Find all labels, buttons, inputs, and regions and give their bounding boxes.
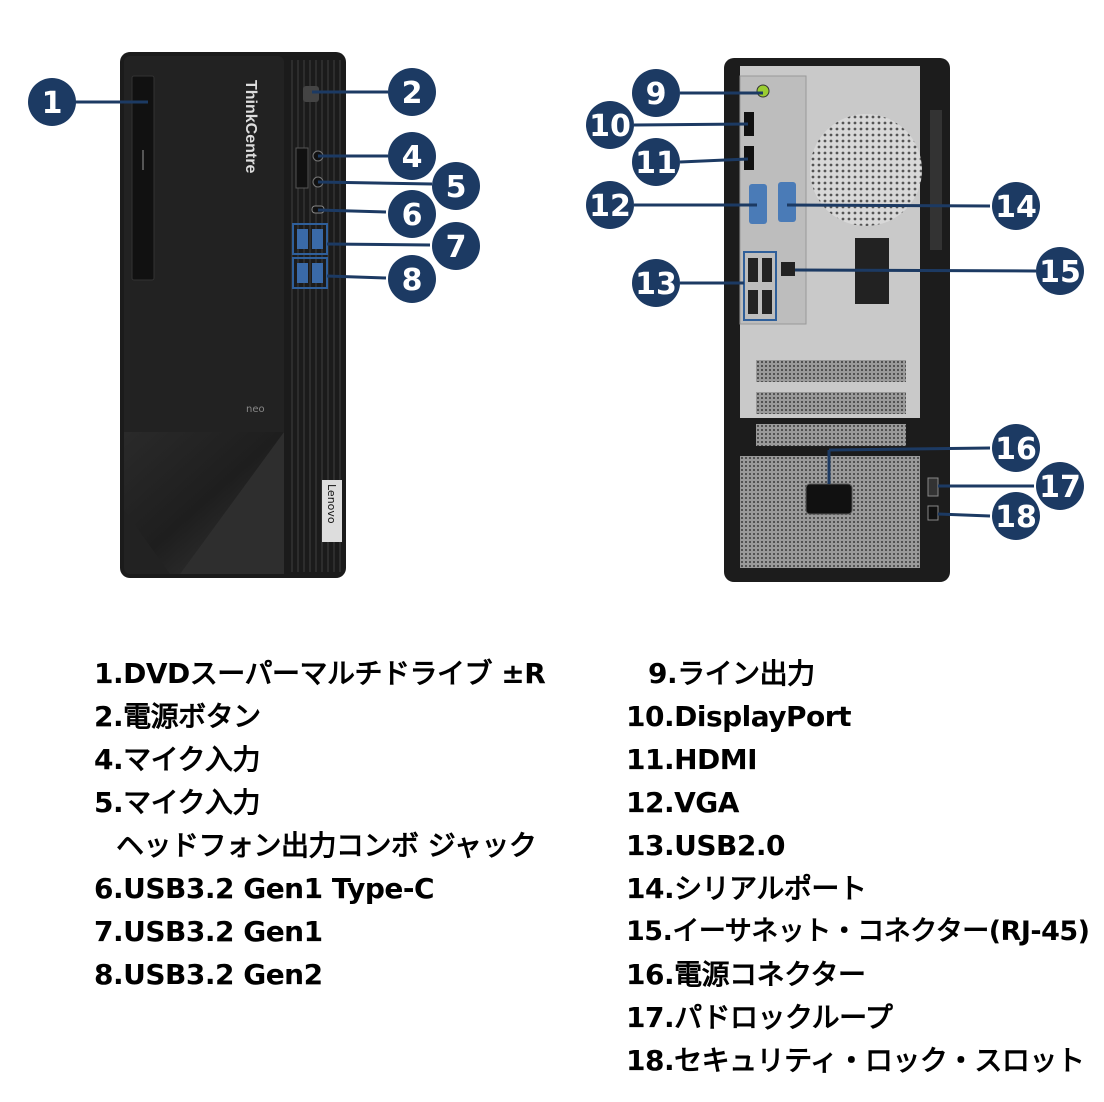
legend-item-5-continued: ヘッドフォン出力コンボ ジャック — [116, 829, 537, 862]
legend-item-9: 9.ライン出力 — [648, 657, 815, 690]
callout-6-label: 6 — [402, 198, 423, 233]
legend-front: 1.DVDスーパーマルチドライブ ±R 2.電源ボタン 4.マイク入力 5.マイ… — [94, 652, 546, 996]
callout-2: 2 — [388, 68, 436, 116]
pc-diagram: ThinkCentre neo Lenovo — [28, 52, 1084, 582]
rear-usb-ports — [748, 258, 772, 314]
callout-18: 18 — [992, 492, 1040, 540]
expansion-slots — [756, 360, 906, 446]
callout-14-label: 14 — [995, 190, 1037, 225]
card-reader-slot — [295, 147, 309, 189]
legend-item-16: 16.電源コネクター — [626, 958, 866, 991]
legend-item-11: 11.HDMI — [626, 743, 758, 776]
serial-port — [778, 182, 796, 222]
legend-item-4: 4.マイク入力 — [94, 743, 261, 776]
optical-drive-bay — [131, 75, 155, 281]
callout-17-label: 17 — [1039, 470, 1081, 505]
power-button — [303, 86, 319, 102]
callout-11: 11 — [632, 138, 680, 186]
front-badge-text: neo — [246, 404, 265, 415]
callout-8-label: 8 — [402, 263, 423, 298]
line-out-jack — [756, 84, 770, 98]
callout-17: 17 — [1036, 462, 1084, 510]
callout-8: 8 — [388, 255, 436, 303]
callout-16-label: 16 — [995, 432, 1037, 467]
side-latch — [930, 110, 942, 250]
callout-12: 12 — [586, 181, 634, 229]
legend-item-8: 8.USB3.2 Gen2 — [94, 958, 323, 991]
leader-lines — [74, 90, 1037, 518]
front-logo-text: ThinkCentre — [242, 80, 259, 173]
front-usb-ports — [297, 229, 323, 283]
callout-14: 14 — [992, 182, 1040, 230]
rear-usb-group — [743, 251, 777, 321]
legend-item-12: 12.VGA — [626, 786, 739, 819]
displayport — [744, 112, 754, 136]
callout-7-label: 7 — [446, 230, 467, 265]
callout-18-label: 18 — [995, 500, 1037, 535]
callout-2-label: 2 — [402, 76, 423, 111]
legend-item-6: 6.USB3.2 Gen1 Type-C — [94, 872, 435, 905]
vga-port — [749, 184, 767, 224]
callout-7: 7 — [432, 222, 480, 270]
callout-10: 10 — [586, 101, 634, 149]
callout-10-label: 10 — [589, 109, 631, 144]
callout-12-label: 12 — [589, 189, 631, 224]
callout-1: 1 — [28, 78, 76, 126]
callout-1-label: 1 — [42, 86, 63, 121]
front-view: ThinkCentre neo Lenovo — [120, 52, 346, 578]
callout-11-label: 11 — [635, 146, 677, 181]
legend-item-15: 15.イーサネット・コネクター(RJ-45) — [626, 916, 1090, 947]
callout-13-label: 13 — [635, 267, 677, 302]
callout-6: 6 — [388, 190, 436, 238]
front-vendor-text: Lenovo — [325, 484, 338, 524]
usb-gen2-group — [292, 257, 328, 289]
padlock-loop — [927, 477, 939, 497]
callout-9-label: 9 — [646, 77, 667, 112]
callout-4: 4 — [388, 132, 436, 180]
legend-item-2: 2.電源ボタン — [94, 700, 261, 733]
callout-4-label: 4 — [402, 140, 423, 175]
legend-item-14: 14.シリアルポート — [626, 872, 867, 905]
legend-item-7: 7.USB3.2 Gen1 — [94, 915, 323, 948]
legend-item-1: 1.DVDスーパーマルチドライブ ±R — [94, 657, 546, 690]
legend-item-5: 5.マイク入力 — [94, 786, 261, 819]
power-connector — [805, 483, 853, 515]
callout-15: 15 — [1036, 247, 1084, 295]
hdmi-port — [744, 146, 754, 170]
legend-rear: 9.ライン出力 10.DisplayPort 11.HDMI 12.VGA 13… — [626, 652, 1090, 1082]
legend-item-18: 18.セキュリティ・ロック・スロット — [626, 1044, 1085, 1077]
callout-15-label: 15 — [1039, 255, 1081, 290]
fan-grille — [810, 114, 922, 226]
callout-13: 13 — [632, 259, 680, 307]
callout-5-label: 5 — [446, 170, 467, 205]
vendor-badge — [322, 480, 342, 542]
rear-view — [724, 58, 950, 582]
callout-5: 5 — [432, 162, 480, 210]
usb-gen1-group — [292, 223, 328, 255]
callout-9: 9 — [632, 69, 680, 117]
legend-item-13: 13.USB2.0 — [626, 829, 785, 862]
legend-item-10: 10.DisplayPort — [626, 700, 851, 733]
legend-item-17: 17.パドロックループ — [626, 1001, 893, 1034]
ethernet-port — [781, 262, 795, 276]
security-slot — [927, 505, 939, 521]
callout-16: 16 — [992, 424, 1040, 472]
front-facet-light — [180, 432, 284, 574]
